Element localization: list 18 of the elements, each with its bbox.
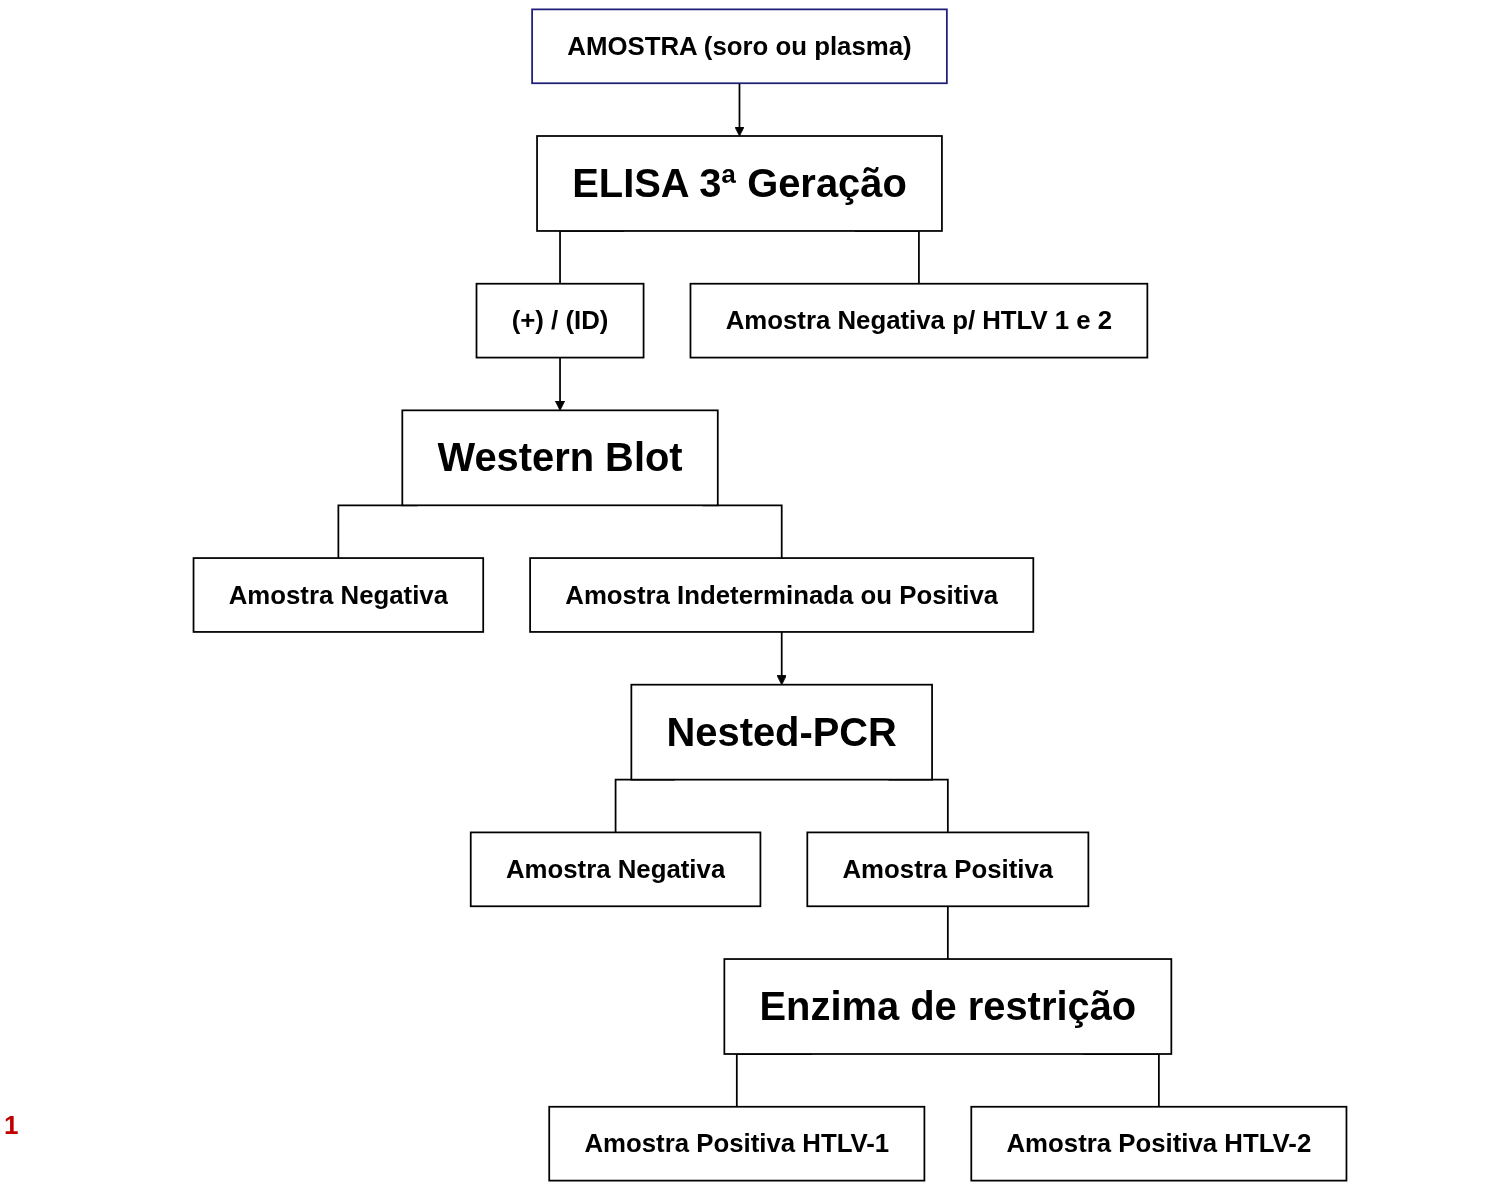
arrow	[734, 82, 745, 137]
node-box: Amostra Indeterminada ou Positiva	[529, 557, 1035, 633]
connector	[946, 905, 949, 960]
node-box: Enzima de restrição	[723, 958, 1173, 1055]
node-box: Nested-PCR	[630, 683, 933, 781]
note-number: 1	[4, 1110, 19, 1141]
node-box: Western Blot	[401, 409, 719, 507]
node-box: AMOSTRA (soro ou plasma)	[531, 8, 948, 85]
node-box: Amostra Positiva HTLV-1	[548, 1105, 926, 1182]
node-box: Amostra Positiva HTLV-2	[970, 1105, 1348, 1182]
node-box: Amostra Negativa	[192, 557, 485, 633]
node-box: Amostra Positiva	[806, 831, 1090, 908]
arrow	[554, 356, 566, 411]
arrow	[776, 631, 787, 686]
node-box: ELISA 3ª Geração	[536, 135, 943, 232]
node-box: Amostra Negativa p/ HTLV 1 e 2	[689, 282, 1149, 359]
node-box: Amostra Negativa	[469, 831, 762, 908]
node-box: (+) / (ID)	[475, 282, 645, 359]
